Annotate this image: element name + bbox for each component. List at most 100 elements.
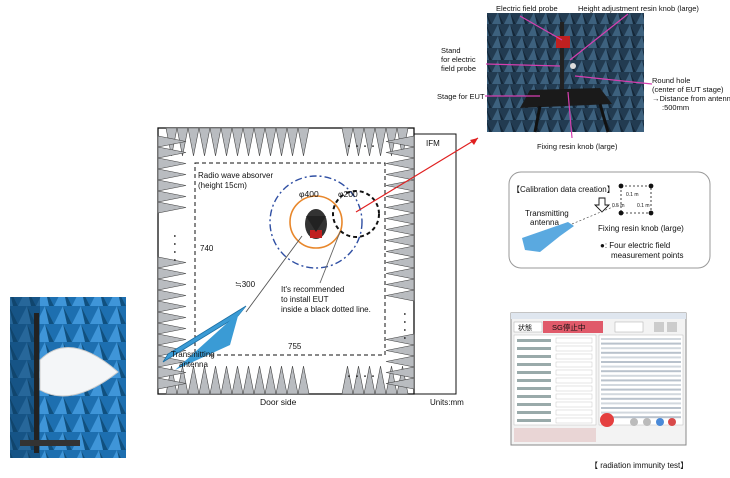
settings-row [517, 347, 551, 350]
cal-antenna-label-1: Transmitting [525, 209, 569, 218]
eut-stage-icon [520, 88, 612, 108]
settings-row [517, 339, 551, 342]
cal-antenna-label-2: antenna [530, 218, 559, 227]
absorber-cone [286, 365, 299, 395]
dist-label-1: 0.1 m [626, 192, 639, 198]
door-side-label: Door side [260, 397, 297, 407]
table-row [601, 361, 681, 363]
absorber-cone [385, 278, 415, 291]
absorber-cone [352, 365, 365, 395]
absorber-cone [157, 157, 187, 170]
cal-fixing-knob: Fixing resin knob (large) [598, 224, 684, 233]
absorber-cone [352, 127, 365, 157]
antenna-label-1: Transmitting [171, 350, 215, 359]
absorber-cone [220, 365, 233, 395]
measurement-point-icon [618, 183, 624, 189]
absorber-cone [157, 300, 187, 313]
settings-field [555, 385, 593, 392]
absorber-cone [385, 245, 415, 258]
table-row [601, 379, 681, 382]
absorber-cone [231, 127, 244, 157]
absorber-cone [363, 365, 376, 395]
absorber-cone [385, 135, 415, 148]
measurement-square [620, 185, 652, 214]
antenna-wedge [175, 306, 246, 370]
settings-field [555, 369, 593, 376]
status-label: 状態 [518, 323, 532, 332]
table-row [601, 365, 681, 368]
calibration-title: 【Calibration data creation】 [512, 185, 615, 194]
status-value: SG停止中 [552, 322, 585, 332]
absorber-cone [385, 190, 415, 203]
absorber-cone [374, 127, 387, 157]
table-row [601, 397, 681, 400]
absorber-label-2: (height 15cm) [198, 181, 247, 190]
cal-points-1: ●: Four electric field [600, 241, 670, 250]
dimension-755: 755 [288, 342, 302, 351]
label-round-hole-4: :500mm [662, 103, 689, 112]
absorber-cone [209, 127, 222, 157]
absorber-cone [385, 234, 415, 247]
measurement-point-icon [618, 210, 624, 216]
antenna-label-2: antenna [179, 360, 208, 369]
software-caption: 【 radiation immunity test】 [590, 461, 688, 470]
absorber-cone [385, 344, 415, 357]
absorber-cone [157, 179, 187, 192]
settings-field [555, 345, 593, 352]
absorber-cone [385, 355, 415, 368]
table-row [601, 338, 681, 340]
table-row [601, 407, 681, 409]
label-stage: Stage for EUT [437, 92, 485, 101]
settings-field [555, 361, 593, 368]
recommend-line-3: inside a black dotted line. [281, 305, 371, 314]
table-row [601, 374, 681, 377]
table-row [601, 388, 681, 391]
absorber-cone [242, 365, 255, 395]
absorber-cone [157, 135, 187, 148]
absorber-cone [385, 256, 415, 269]
measurement-point-icon [648, 183, 654, 189]
antenna-photo [10, 297, 126, 458]
absorber-photo-bg [487, 13, 644, 132]
absorber-cone [264, 365, 277, 395]
settings-row [517, 403, 551, 406]
dots-left: ・・・・ [170, 232, 179, 264]
red-arrow-line [355, 137, 479, 213]
settings-row [517, 411, 551, 414]
absorber-cone [286, 127, 299, 157]
measurement-point-icon [648, 210, 654, 216]
orange-circle [289, 195, 343, 249]
dots-right: ・・・・ [400, 310, 409, 342]
settings-field [555, 353, 593, 360]
settings-field [555, 401, 593, 408]
absorber-cone [385, 289, 415, 302]
absorber-cone [242, 127, 255, 157]
absorber-cone [363, 127, 376, 157]
absorber-cone [385, 267, 415, 280]
label-fixing-knob: Fixing resin knob (large) [537, 142, 618, 151]
red-arrow-head [470, 138, 478, 145]
status-badge [543, 321, 603, 333]
recommend-line-1: It's recommended [281, 285, 344, 294]
absorber-cone [253, 365, 266, 395]
software-window: 状態 SG停止中 【 radiation immunity test】 [510, 312, 688, 470]
distance-line [245, 235, 303, 313]
units-label: Units:mm [430, 398, 464, 407]
absorber-cone [187, 365, 200, 395]
phi200-circle [332, 190, 380, 238]
down-arrow-icon [593, 197, 611, 213]
absorber-cone [264, 127, 277, 157]
dots-top: ・・・・ [345, 142, 377, 151]
phi400-circle [269, 175, 363, 269]
test-area-dashed [194, 162, 386, 356]
absorber-cone [385, 365, 398, 395]
calibration-panel: 【Calibration data creation】 0.1 m 0.5 m … [508, 171, 711, 269]
absorber-cone [341, 127, 354, 157]
absorber-label-1: Radio wave absorver [198, 171, 273, 180]
settings-field [555, 337, 593, 344]
settings-row [517, 387, 551, 390]
absorber-cone [157, 377, 187, 390]
absorber-cone [157, 311, 187, 324]
calibration-box [508, 171, 711, 269]
table-row [601, 347, 681, 350]
